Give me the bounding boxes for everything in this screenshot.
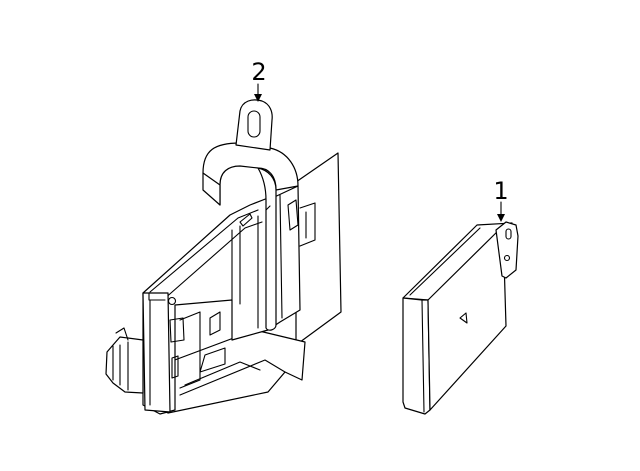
callout-2-arrowhead	[254, 94, 262, 102]
bracket-part	[105, 99, 342, 415]
callout-1-label: 1	[493, 177, 508, 205]
callout-2-label: 2	[251, 58, 266, 86]
callout-2: 2	[251, 58, 267, 102]
module-part	[402, 221, 519, 415]
callout-1-arrowhead	[497, 214, 505, 222]
callout-1: 1	[493, 177, 509, 222]
